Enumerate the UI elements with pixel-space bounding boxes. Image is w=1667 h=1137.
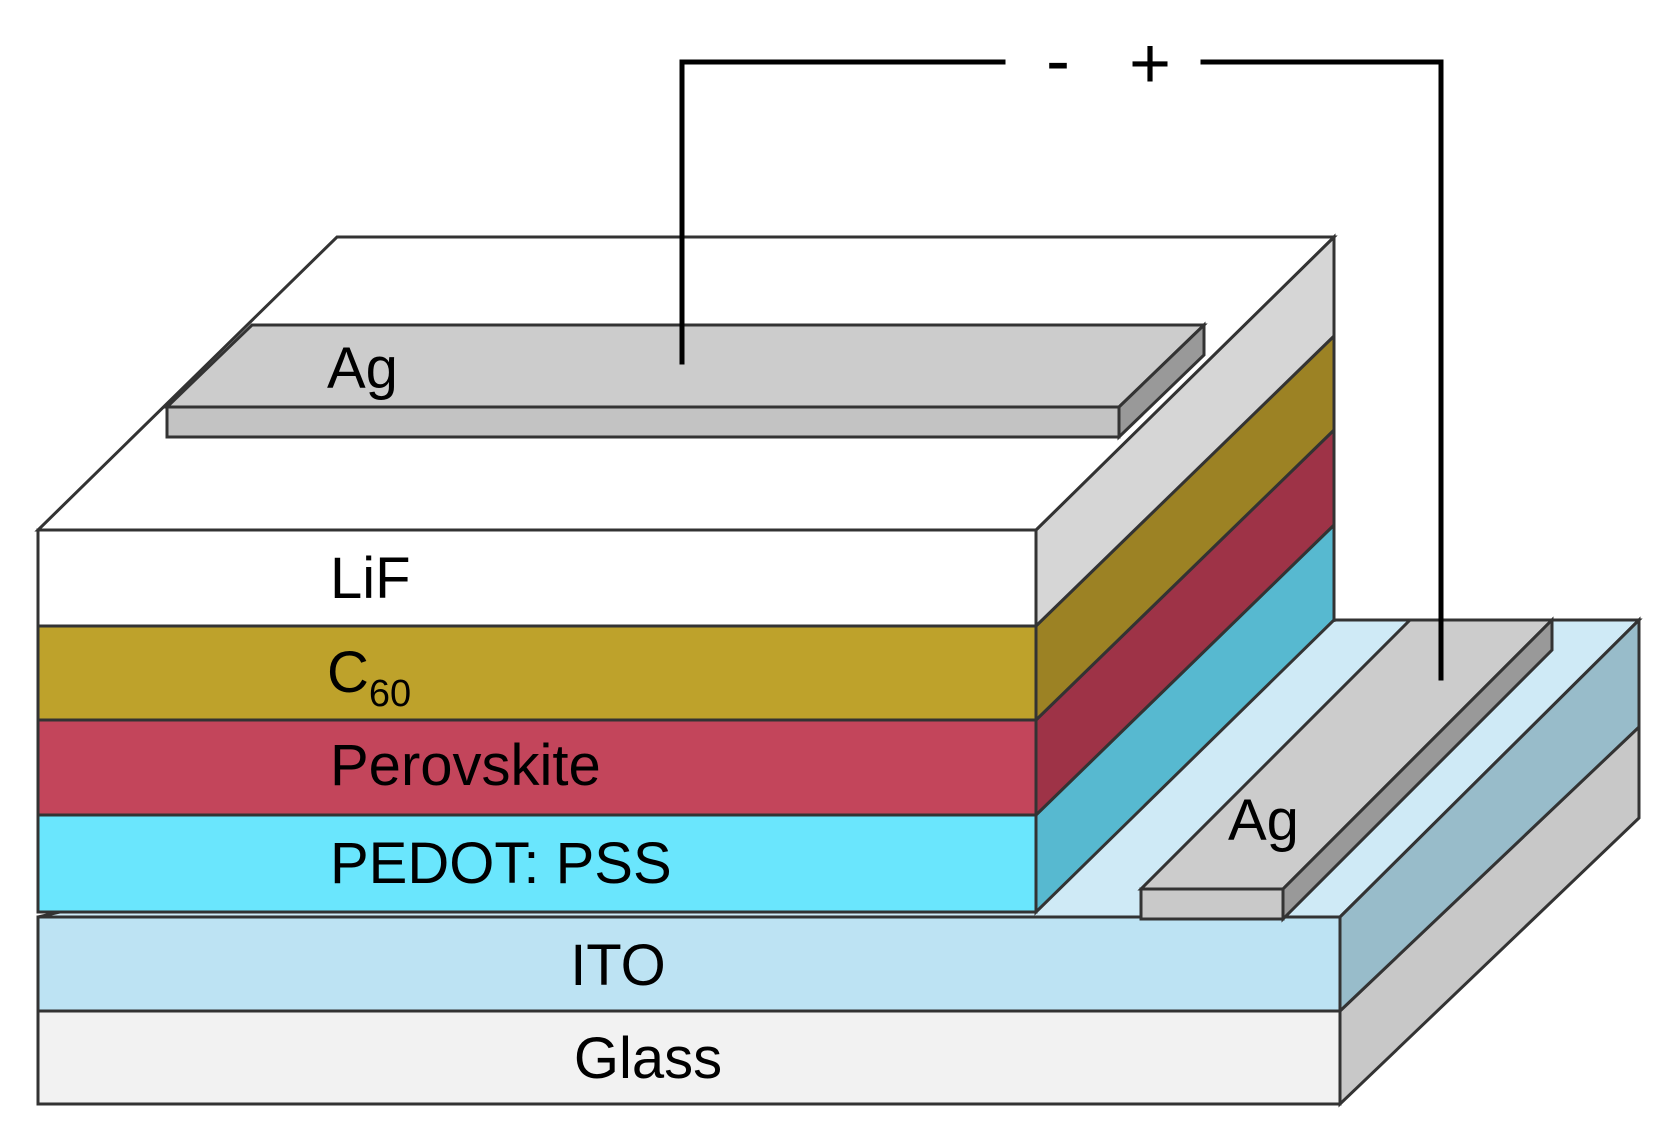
lif-label: LiF — [330, 546, 411, 611]
perovskite-label: Perovskite — [330, 733, 601, 798]
positive-terminal-sign: + — [1129, 24, 1171, 104]
c60-front-face — [36, 624, 1038, 722]
positive-wire — [1200, 59, 1444, 681]
glass-layer — [36, 723, 1641, 1108]
glass-front-face — [36, 1009, 1342, 1106]
external-circuit: - + — [679, 21, 1444, 681]
ito-front-face — [36, 915, 1342, 1013]
lif-front-face — [36, 528, 1038, 628]
negative-wire — [679, 59, 1006, 365]
c60-label-subscript: 60 — [369, 673, 411, 715]
c60-label: C60 — [327, 640, 411, 715]
ito-label: ITO — [570, 933, 666, 998]
pedot-pss-label: PEDOT: PSS — [330, 831, 672, 896]
top-ag-front-face — [165, 405, 1121, 439]
c60-label-base: C — [327, 640, 369, 705]
negative-terminal-sign: - — [1046, 21, 1070, 101]
top-ag-label: Ag — [327, 336, 398, 401]
top-ag-electrode — [163, 321, 1208, 441]
top-ag-top-face — [163, 323, 1208, 409]
bottom-ag-label: Ag — [1228, 788, 1299, 853]
bottom-ag-electrode — [1137, 616, 1556, 923]
glass-label: Glass — [574, 1026, 722, 1091]
bottom-ag-front-face — [1139, 887, 1285, 921]
perovskite-front-face — [36, 718, 1038, 817]
